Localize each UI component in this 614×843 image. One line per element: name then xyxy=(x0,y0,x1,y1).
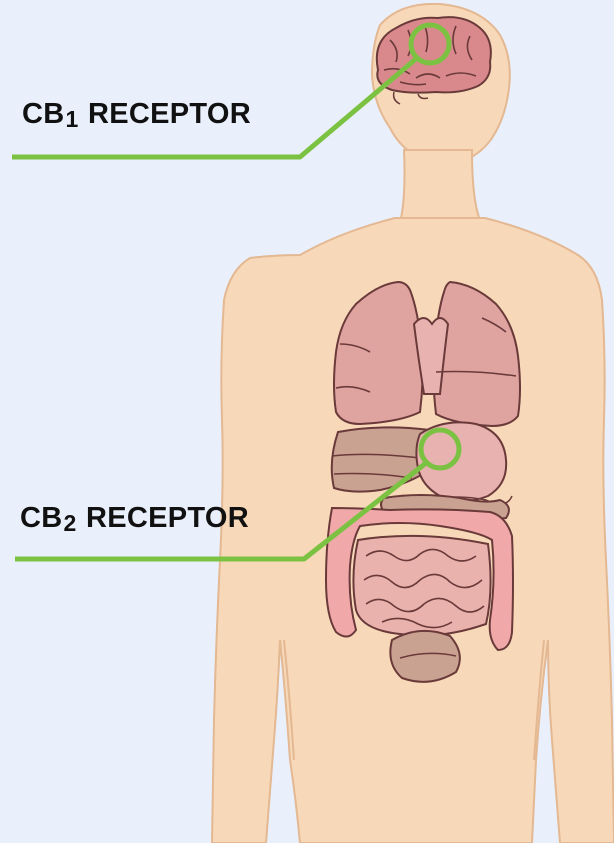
cb1-suffix: RECEPTOR xyxy=(80,98,251,130)
cb2-receptor-label: CB2 RECEPTOR xyxy=(20,502,249,535)
cb1-receptor-label: CB1 RECEPTOR xyxy=(22,98,251,131)
bladder xyxy=(390,631,459,682)
cb2-suffix: RECEPTOR xyxy=(78,502,249,534)
cb1-subscript: 1 xyxy=(66,106,79,132)
body-silhouette xyxy=(212,4,614,843)
cb2-prefix: CB xyxy=(20,502,63,534)
cb2-subscript: 2 xyxy=(64,510,77,536)
cb1-prefix: CB xyxy=(22,98,65,130)
neck xyxy=(400,150,480,222)
small-intestine xyxy=(353,536,490,636)
